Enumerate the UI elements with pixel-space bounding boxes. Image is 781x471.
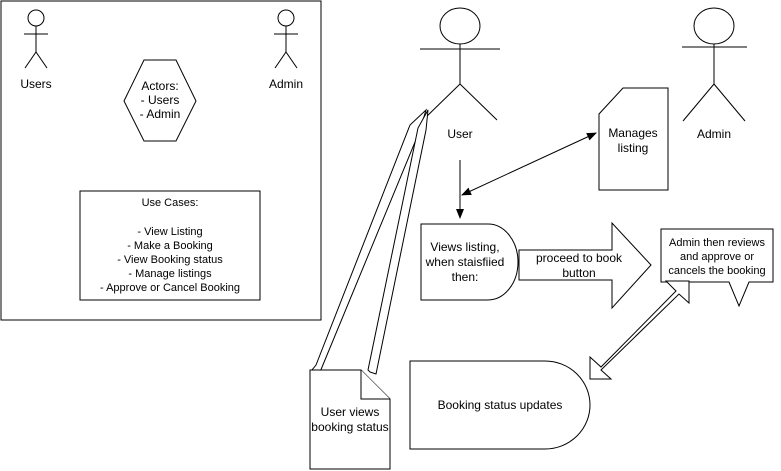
admin-callout-line-1: Admin then reviews <box>669 237 765 249</box>
user-admin-connector-arrow <box>461 132 597 196</box>
use-cases-line-6: - Approve or Cancel Booking <box>100 282 240 294</box>
views-listing-line-3: then: <box>452 270 479 284</box>
actors-box-line-2: - Users <box>141 93 180 107</box>
proceed-arrow-line-1: proceed to book <box>536 251 623 265</box>
manages-listing-line-2: listing <box>618 141 649 155</box>
use-cases-line-3: - Make a Booking <box>127 240 213 252</box>
manages-listing-line-1: Manages <box>608 126 657 140</box>
use-cases-line-1: Use Cases: <box>142 197 199 209</box>
views-listing-shape <box>420 223 519 301</box>
actors-box-line-3: - Admin <box>140 107 181 121</box>
proceed-arrow-line-2: button <box>562 266 595 280</box>
users-actor-icon <box>24 9 48 69</box>
user-views-status-line-2: booking status <box>311 420 388 434</box>
views-listing-line-2: when staisfiied <box>425 255 505 269</box>
status-to-user-arrow <box>311 108 428 373</box>
proceed-to-book-arrow <box>518 221 652 310</box>
admin-actor-large-icon <box>682 7 747 122</box>
views-listing-line-1: Views listing, <box>430 240 499 254</box>
use-cases-box <box>79 190 261 301</box>
admin-callout-line-3: cancels the booking <box>668 265 765 277</box>
actors-box-line-1: Actors: <box>141 79 178 93</box>
document-fold <box>360 370 390 400</box>
user-views-status-line-1: User views <box>321 405 380 419</box>
booking-status-updates-shape <box>409 360 591 450</box>
admin-callout-line-2: and approve or <box>680 251 754 263</box>
actors-hexagon <box>123 59 197 142</box>
booking-status-updates-text: Booking status updates <box>438 398 563 412</box>
use-cases-line-4: - View Booking status <box>117 254 223 266</box>
use-cases-line-5: - Manage listings <box>128 268 212 280</box>
user-actor-icon <box>420 7 500 121</box>
users-actor-label: Users <box>20 77 51 91</box>
status-to-user-arrow-2 <box>367 109 429 375</box>
user-actor-label: User <box>447 127 472 141</box>
callout-booking-double-arrow <box>589 280 690 380</box>
admin-actor-icon <box>274 9 298 69</box>
manages-listing-card <box>598 87 669 191</box>
admin-actor-large-label: Admin <box>697 127 731 141</box>
admin-actor-label: Admin <box>269 77 303 91</box>
use-cases-line-2: - View Listing <box>137 226 202 238</box>
